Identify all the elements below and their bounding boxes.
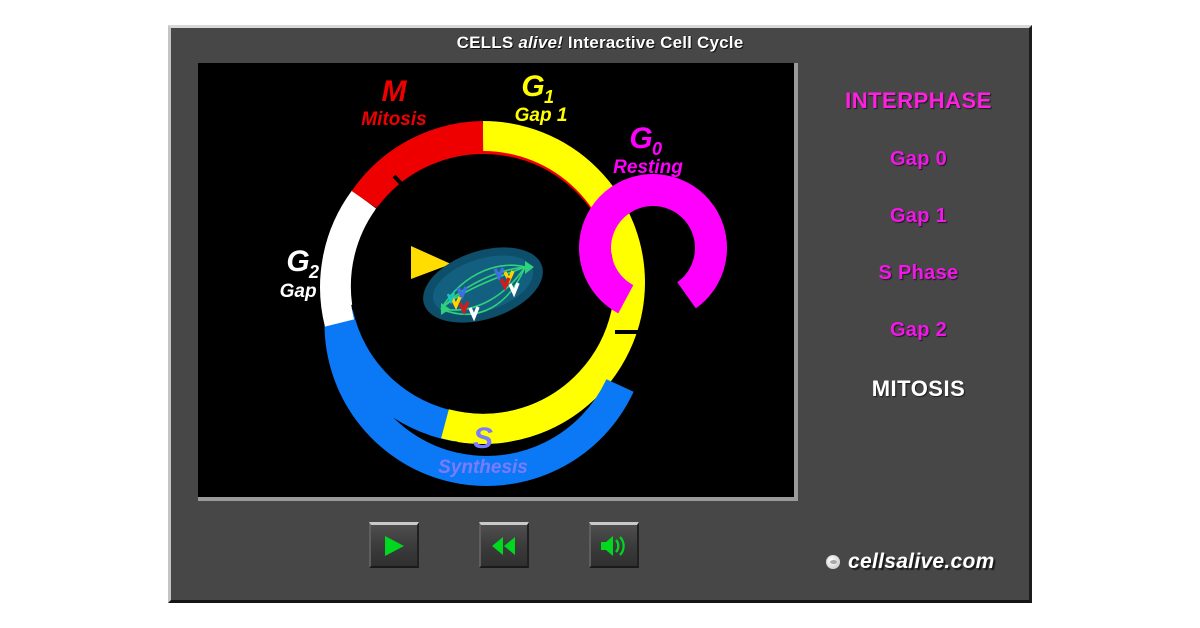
label-g2-subscript: 2	[308, 262, 319, 282]
spindle-fibers	[440, 264, 526, 315]
label-m: M Mitosis	[361, 75, 426, 130]
ring-tick-m-divider	[392, 174, 416, 199]
ring-segment-m-main[interactable]	[351, 121, 484, 209]
label-s-symbol: S	[473, 422, 493, 455]
label-g2-symbol: G	[286, 245, 309, 278]
label-g1-subscript: 1	[544, 87, 554, 107]
window-title: CELLS alive! Interactive Cell Cycle	[457, 33, 744, 53]
animation-screen[interactable]: M Mitosis G 1 Gap 1 G 0 Resting	[198, 63, 798, 501]
cell-illustration	[423, 247, 543, 323]
g0-resting-ring[interactable]	[575, 170, 732, 327]
label-g1-name: Gap 1	[515, 105, 568, 126]
window-title-main: CELLS	[456, 33, 514, 52]
menu-heading-interphase: INTERPHASE	[845, 88, 992, 113]
menu-item-gap-0[interactable]: Gap 0	[889, 148, 948, 170]
play-button[interactable]	[369, 522, 419, 568]
label-m-symbol: M	[382, 75, 408, 108]
sound-button[interactable]	[589, 522, 639, 568]
rewind-icon	[490, 535, 518, 557]
label-g1-symbol: G	[521, 70, 544, 103]
label-g2-name: Gap 2	[280, 281, 333, 302]
rewind-button[interactable]	[479, 522, 529, 568]
cell-logo-icon	[826, 555, 840, 569]
menu-item-s-phase[interactable]: S Phase	[878, 262, 959, 284]
window-title-rest: Interactive Cell Cycle	[567, 33, 744, 52]
label-m-name: Mitosis	[361, 109, 426, 130]
play-icon	[381, 534, 407, 558]
menu-item-gap-1[interactable]: Gap 1	[889, 205, 948, 227]
chromosomes	[446, 267, 520, 322]
phase-pointer-icon	[411, 246, 451, 279]
label-g0-symbol: G	[629, 122, 652, 155]
label-s: S Synthesis	[438, 422, 528, 478]
cell-cycle-diagram[interactable]: M Mitosis G 1 Gap 1 G 0 Resting	[198, 63, 798, 501]
label-g0-subscript: 0	[652, 139, 662, 159]
menu-item-mitosis[interactable]: MITOSIS	[871, 376, 966, 401]
window-title-italic: alive!	[518, 33, 563, 52]
g0-ring-arc[interactable]	[575, 170, 732, 327]
application-frame: CELLS alive! Interactive Cell Cycle	[168, 25, 1032, 603]
cycle-ring	[320, 121, 645, 486]
site-logo-text: cellsalive.com	[848, 550, 995, 573]
site-logo[interactable]: cellsalive.com	[826, 550, 995, 574]
phase-menu: INTERPHASE Gap 0 Gap 1 S Phase Gap 2 MIT…	[816, 88, 1021, 402]
label-s-name: Synthesis	[438, 457, 528, 478]
ring-segment-g1-lower[interactable]	[441, 282, 645, 444]
spindle-pole-left	[441, 303, 450, 315]
menu-item-gap-2[interactable]: Gap 2	[889, 319, 948, 341]
label-g1: G 1 Gap 1	[515, 70, 568, 126]
spindle-pole-right	[525, 261, 534, 274]
application-frame-inner: CELLS alive! Interactive Cell Cycle	[171, 28, 1029, 600]
ring-segment-s-main[interactable]	[324, 322, 634, 486]
label-g0: G 0 Resting	[613, 122, 683, 178]
label-g0-name: Resting	[613, 157, 683, 178]
transport-controls	[369, 518, 639, 572]
speaker-icon	[599, 534, 629, 558]
ring-segment-g2-main[interactable]	[320, 190, 377, 327]
ring-segment-m-cover[interactable]	[482, 121, 645, 284]
title-bar: CELLS alive! Interactive Cell Cycle	[171, 28, 1029, 58]
label-g2: G 2 Gap 2	[280, 245, 333, 302]
